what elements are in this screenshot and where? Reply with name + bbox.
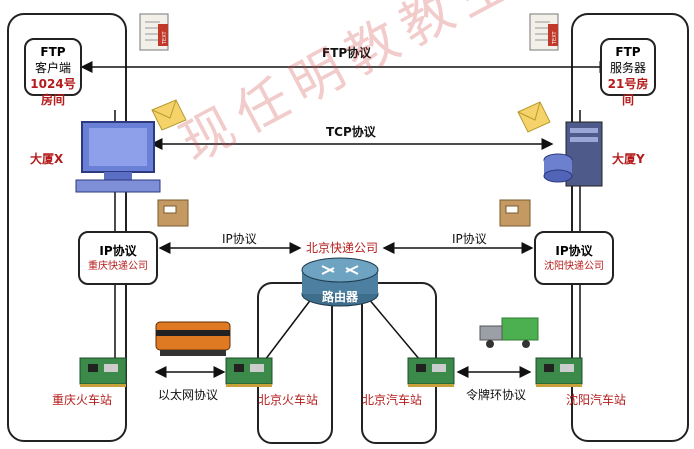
server-icon	[543, 121, 603, 187]
ftp-client-box: FTP 客户端 1024号房间	[24, 38, 82, 107]
ip-right-title: IP协议	[555, 244, 593, 258]
document-icon-left-text: TEXT	[162, 30, 168, 45]
station-shenyang-label: 沈阳汽车站	[566, 393, 627, 407]
tcp-protocol-label: TCP协议	[326, 125, 376, 139]
courier-center-label: 北京快递公司	[306, 241, 379, 255]
document-icon-right: TEXT	[529, 13, 559, 51]
right-host-frame	[571, 13, 689, 442]
ftp-client-role: 客户端	[34, 61, 71, 75]
train-icon	[155, 321, 231, 356]
parcel-icon-right	[499, 199, 531, 227]
ip-left-title: IP协议	[99, 244, 137, 258]
router-link-left	[264, 297, 313, 361]
nic-icon-beijing-rail	[225, 357, 273, 387]
building-x-label: 大厦X	[30, 152, 64, 166]
ftp-server-role: 服务器	[609, 61, 646, 75]
router-link-right	[367, 297, 421, 361]
ip-left-company: 重庆快递公司	[88, 261, 148, 272]
ftp-client-room: 1024号房间	[30, 77, 76, 107]
document-icon-left: TEXT	[139, 13, 169, 51]
router-icon	[301, 257, 379, 307]
nic-icon-beijing-bus	[407, 357, 455, 387]
ftp-server-room: 21号房间	[607, 77, 649, 107]
ftp-server-box: FTP 服务器 21号房间	[600, 38, 656, 107]
token-ring-protocol-label: 令牌环协议	[466, 388, 527, 402]
ip-protocol-right-label: IP协议	[452, 232, 487, 246]
ethernet-protocol-label: 以太网协议	[158, 388, 219, 402]
client-computer-icon	[75, 121, 161, 193]
building-y-label: 大厦Y	[612, 152, 645, 166]
ip-protocol-left-label: IP协议	[222, 232, 257, 246]
nic-icon-shenyang	[535, 357, 583, 387]
truck-icon	[479, 317, 539, 348]
ip-left-box: IP协议 重庆快递公司	[78, 231, 158, 285]
station-beijing-rail-label: 北京火车站	[258, 393, 319, 407]
parcel-icon-left	[157, 199, 189, 227]
ip-right-company: 沈阳快递公司	[544, 261, 604, 272]
document-icon-right-text: TEXT	[552, 30, 558, 45]
envelope-icon-right	[517, 101, 551, 133]
ftp-client-title: FTP	[40, 45, 66, 59]
ip-right-box: IP协议 沈阳快递公司	[534, 231, 614, 285]
station-chongqing-label: 重庆火车站	[52, 393, 113, 407]
router-label: 路由器	[322, 290, 359, 304]
envelope-icon-left	[151, 99, 187, 131]
nic-icon-chongqing	[79, 357, 127, 387]
station-beijing-bus-label: 北京汽车站	[362, 393, 423, 407]
left-host-frame	[7, 13, 127, 442]
ftp-protocol-label: FTP协议	[322, 46, 372, 60]
ftp-server-title: FTP	[615, 45, 641, 59]
